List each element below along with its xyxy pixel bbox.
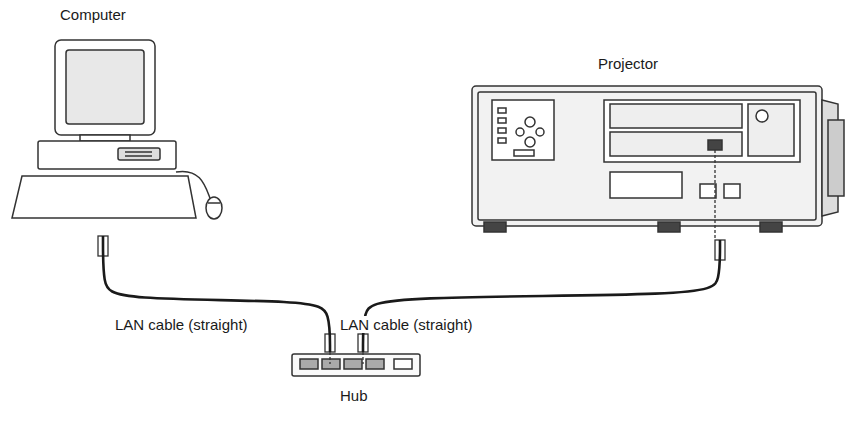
device-label: Computer [60, 6, 126, 23]
computer-case [38, 141, 176, 169]
device-node: Hub [292, 352, 420, 408]
monitor-stand [80, 135, 130, 141]
control-panel [492, 100, 554, 160]
device-label: Hub [340, 387, 368, 404]
hub-box [292, 354, 420, 376]
drive-slot [118, 148, 160, 160]
projector-body [472, 86, 822, 226]
device-node: Computer [10, 6, 225, 236]
cable-label: LAN cable (straight) [338, 316, 475, 333]
mouse [206, 197, 222, 219]
terminal-panel [604, 100, 800, 162]
monitor-screen [66, 50, 144, 124]
lan-terminal [708, 140, 722, 150]
projector-foot [484, 222, 506, 232]
lan-cable [103, 236, 330, 352]
cable-label: LAN cable (straight) [113, 316, 250, 333]
device-label: Projector [598, 55, 658, 72]
keyboard [12, 176, 196, 218]
lan-cable [363, 240, 720, 352]
projector-foot [658, 222, 680, 232]
monitor [55, 40, 155, 135]
projector-foot [760, 222, 782, 232]
device-node: Projector [468, 55, 844, 240]
